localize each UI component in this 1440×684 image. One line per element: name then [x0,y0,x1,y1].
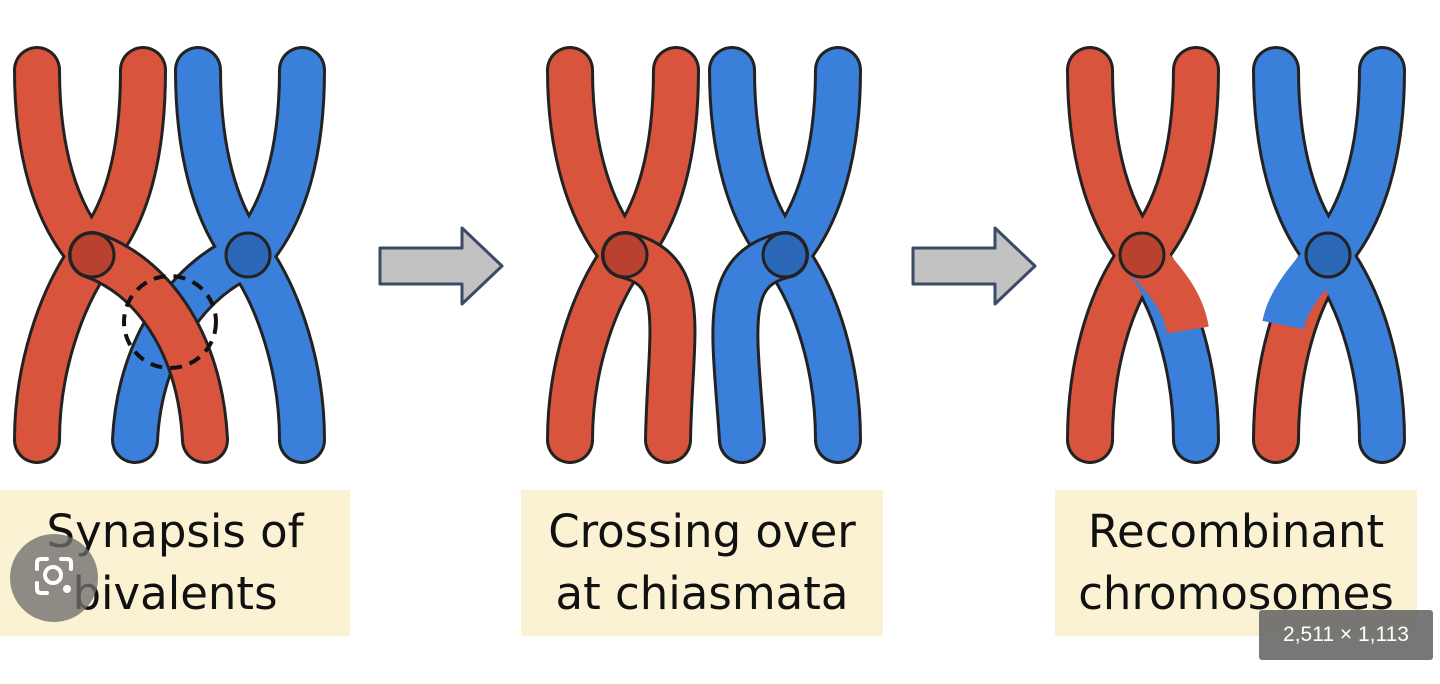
panel-1-synapsis [13,46,326,464]
chiasma-dashed-circle [122,274,218,370]
panel-3-recombinant [1066,46,1406,464]
red-recombinant-chromosome [1066,46,1220,464]
blue-centromere [224,231,272,279]
blue-centromere [761,231,809,279]
caption-recombinant: Recombinant chromosomes [1055,490,1417,636]
caption-line: Crossing over [548,505,856,558]
red-centromere [601,231,649,279]
arrow-right-2 [911,226,1037,306]
visual-search-button[interactable] [10,534,98,622]
image-dimensions-badge: 2,511 × 1,113 [1259,610,1433,660]
caption-line: Recombinant [1087,505,1385,558]
caption-line: at chiasmata [555,567,849,620]
red-centromere [68,231,116,279]
panel-2-crossing-over [546,46,862,464]
caption-line: Synapsis of [46,505,304,558]
blue-centromere [1304,231,1352,279]
caption-crossing-over: Crossing over at chiasmata [521,490,883,636]
caption-line: bivalents [72,567,278,620]
blue-recombinant-chromosome [1252,46,1406,464]
visual-search-icon [31,553,77,604]
arrow-right-1 [378,226,504,306]
red-centromere [1118,231,1166,279]
